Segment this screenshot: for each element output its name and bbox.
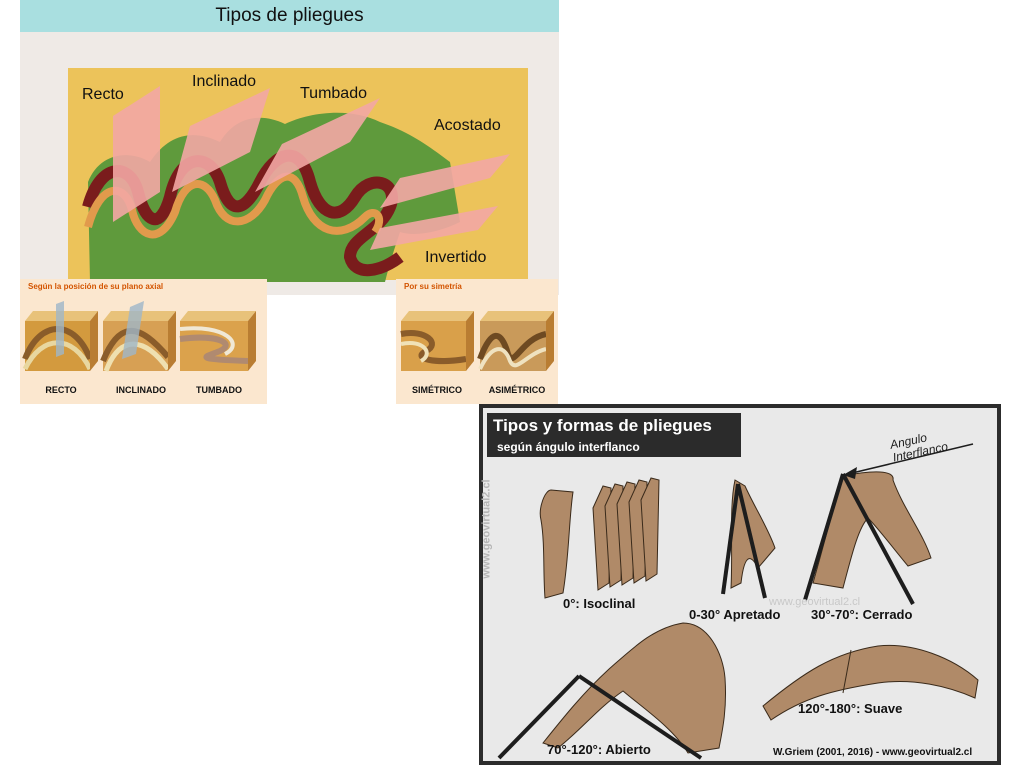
label-acostado: Acostado bbox=[434, 117, 501, 134]
geo-title: Tipos y formas de pliegues bbox=[493, 416, 712, 435]
center-watermark: www.geovirtual2.cl bbox=[769, 596, 861, 608]
caption-abierto: 70°-120°: Abierto bbox=[547, 742, 651, 757]
label-inclinado: Inclinado bbox=[192, 73, 257, 90]
block-recto bbox=[22, 301, 98, 371]
fold-isoclinal-single bbox=[539, 489, 574, 599]
axial-plane-recto bbox=[113, 86, 160, 222]
block-simetrico bbox=[400, 311, 474, 371]
label-invertido: Invertido bbox=[425, 249, 487, 266]
caption-asimetrico: ASIMÉTRICO bbox=[488, 385, 546, 395]
credit-text: W.Griem (2001, 2016) - www.geovirtual2.c… bbox=[773, 747, 973, 758]
axial-plane-inclinado bbox=[172, 88, 270, 192]
symmetry-panel: Por su simetría SIMÉTRICO ASIMÉTRICO bbox=[396, 279, 558, 404]
main-title: Tipos de pliegues bbox=[215, 5, 364, 26]
caption-suave: 120°-180°: Suave bbox=[798, 701, 903, 716]
block-asimetrico bbox=[477, 311, 554, 371]
fold-shapes bbox=[497, 443, 979, 760]
caption-tumbado: TUMBADO bbox=[196, 385, 242, 395]
axial-block-diagrams bbox=[22, 301, 256, 372]
caption-cerrado: 30°-70°: Cerrado bbox=[811, 607, 913, 622]
title-bar: Tipos de pliegues bbox=[20, 0, 559, 32]
geo-title-box: Tipos y formas de pliegues según ángulo … bbox=[487, 413, 741, 457]
axial-plane-tumbado bbox=[255, 98, 380, 192]
fold-isoclinal-multiple bbox=[592, 477, 660, 591]
fold-cerrado bbox=[803, 443, 974, 605]
caption-simetrico: SIMÉTRICO bbox=[411, 385, 462, 395]
label-tumbado: Tumbado bbox=[300, 85, 367, 102]
axial-plane-panel: Según la posición de su plano axial bbox=[20, 279, 267, 404]
geo-subtitle: según ángulo interflanco bbox=[497, 440, 640, 454]
axial-plane-acostado bbox=[380, 154, 510, 208]
fold-block-diagram bbox=[20, 32, 559, 295]
orange-fold-band bbox=[84, 172, 384, 239]
axial-panel-heading: Según la posición de su plano axial bbox=[28, 282, 164, 291]
fold-apretado bbox=[721, 479, 776, 599]
block-inclinado bbox=[100, 301, 176, 372]
fold-abierto bbox=[497, 622, 727, 760]
fold-suave bbox=[762, 644, 979, 721]
label-recto: Recto bbox=[82, 86, 124, 103]
block-tumbado bbox=[179, 311, 256, 371]
fold-types-illustration: Tipos de pliegues Recto Inclinado Tumbad… bbox=[20, 0, 559, 295]
caption-recto: RECTO bbox=[45, 385, 77, 395]
caption-isoclinal: 0°: Isoclinal bbox=[563, 596, 636, 611]
caption-apretado: 0-30° Apretado bbox=[689, 607, 781, 622]
symmetry-panel-heading: Por su simetría bbox=[404, 282, 462, 291]
symmetry-block-diagrams bbox=[400, 311, 554, 371]
caption-inclinado: INCLINADO bbox=[116, 385, 166, 395]
interlimb-angle-diagram: Tipos y formas de pliegues según ángulo … bbox=[479, 404, 1001, 765]
axial-plane-invertido bbox=[370, 206, 498, 250]
